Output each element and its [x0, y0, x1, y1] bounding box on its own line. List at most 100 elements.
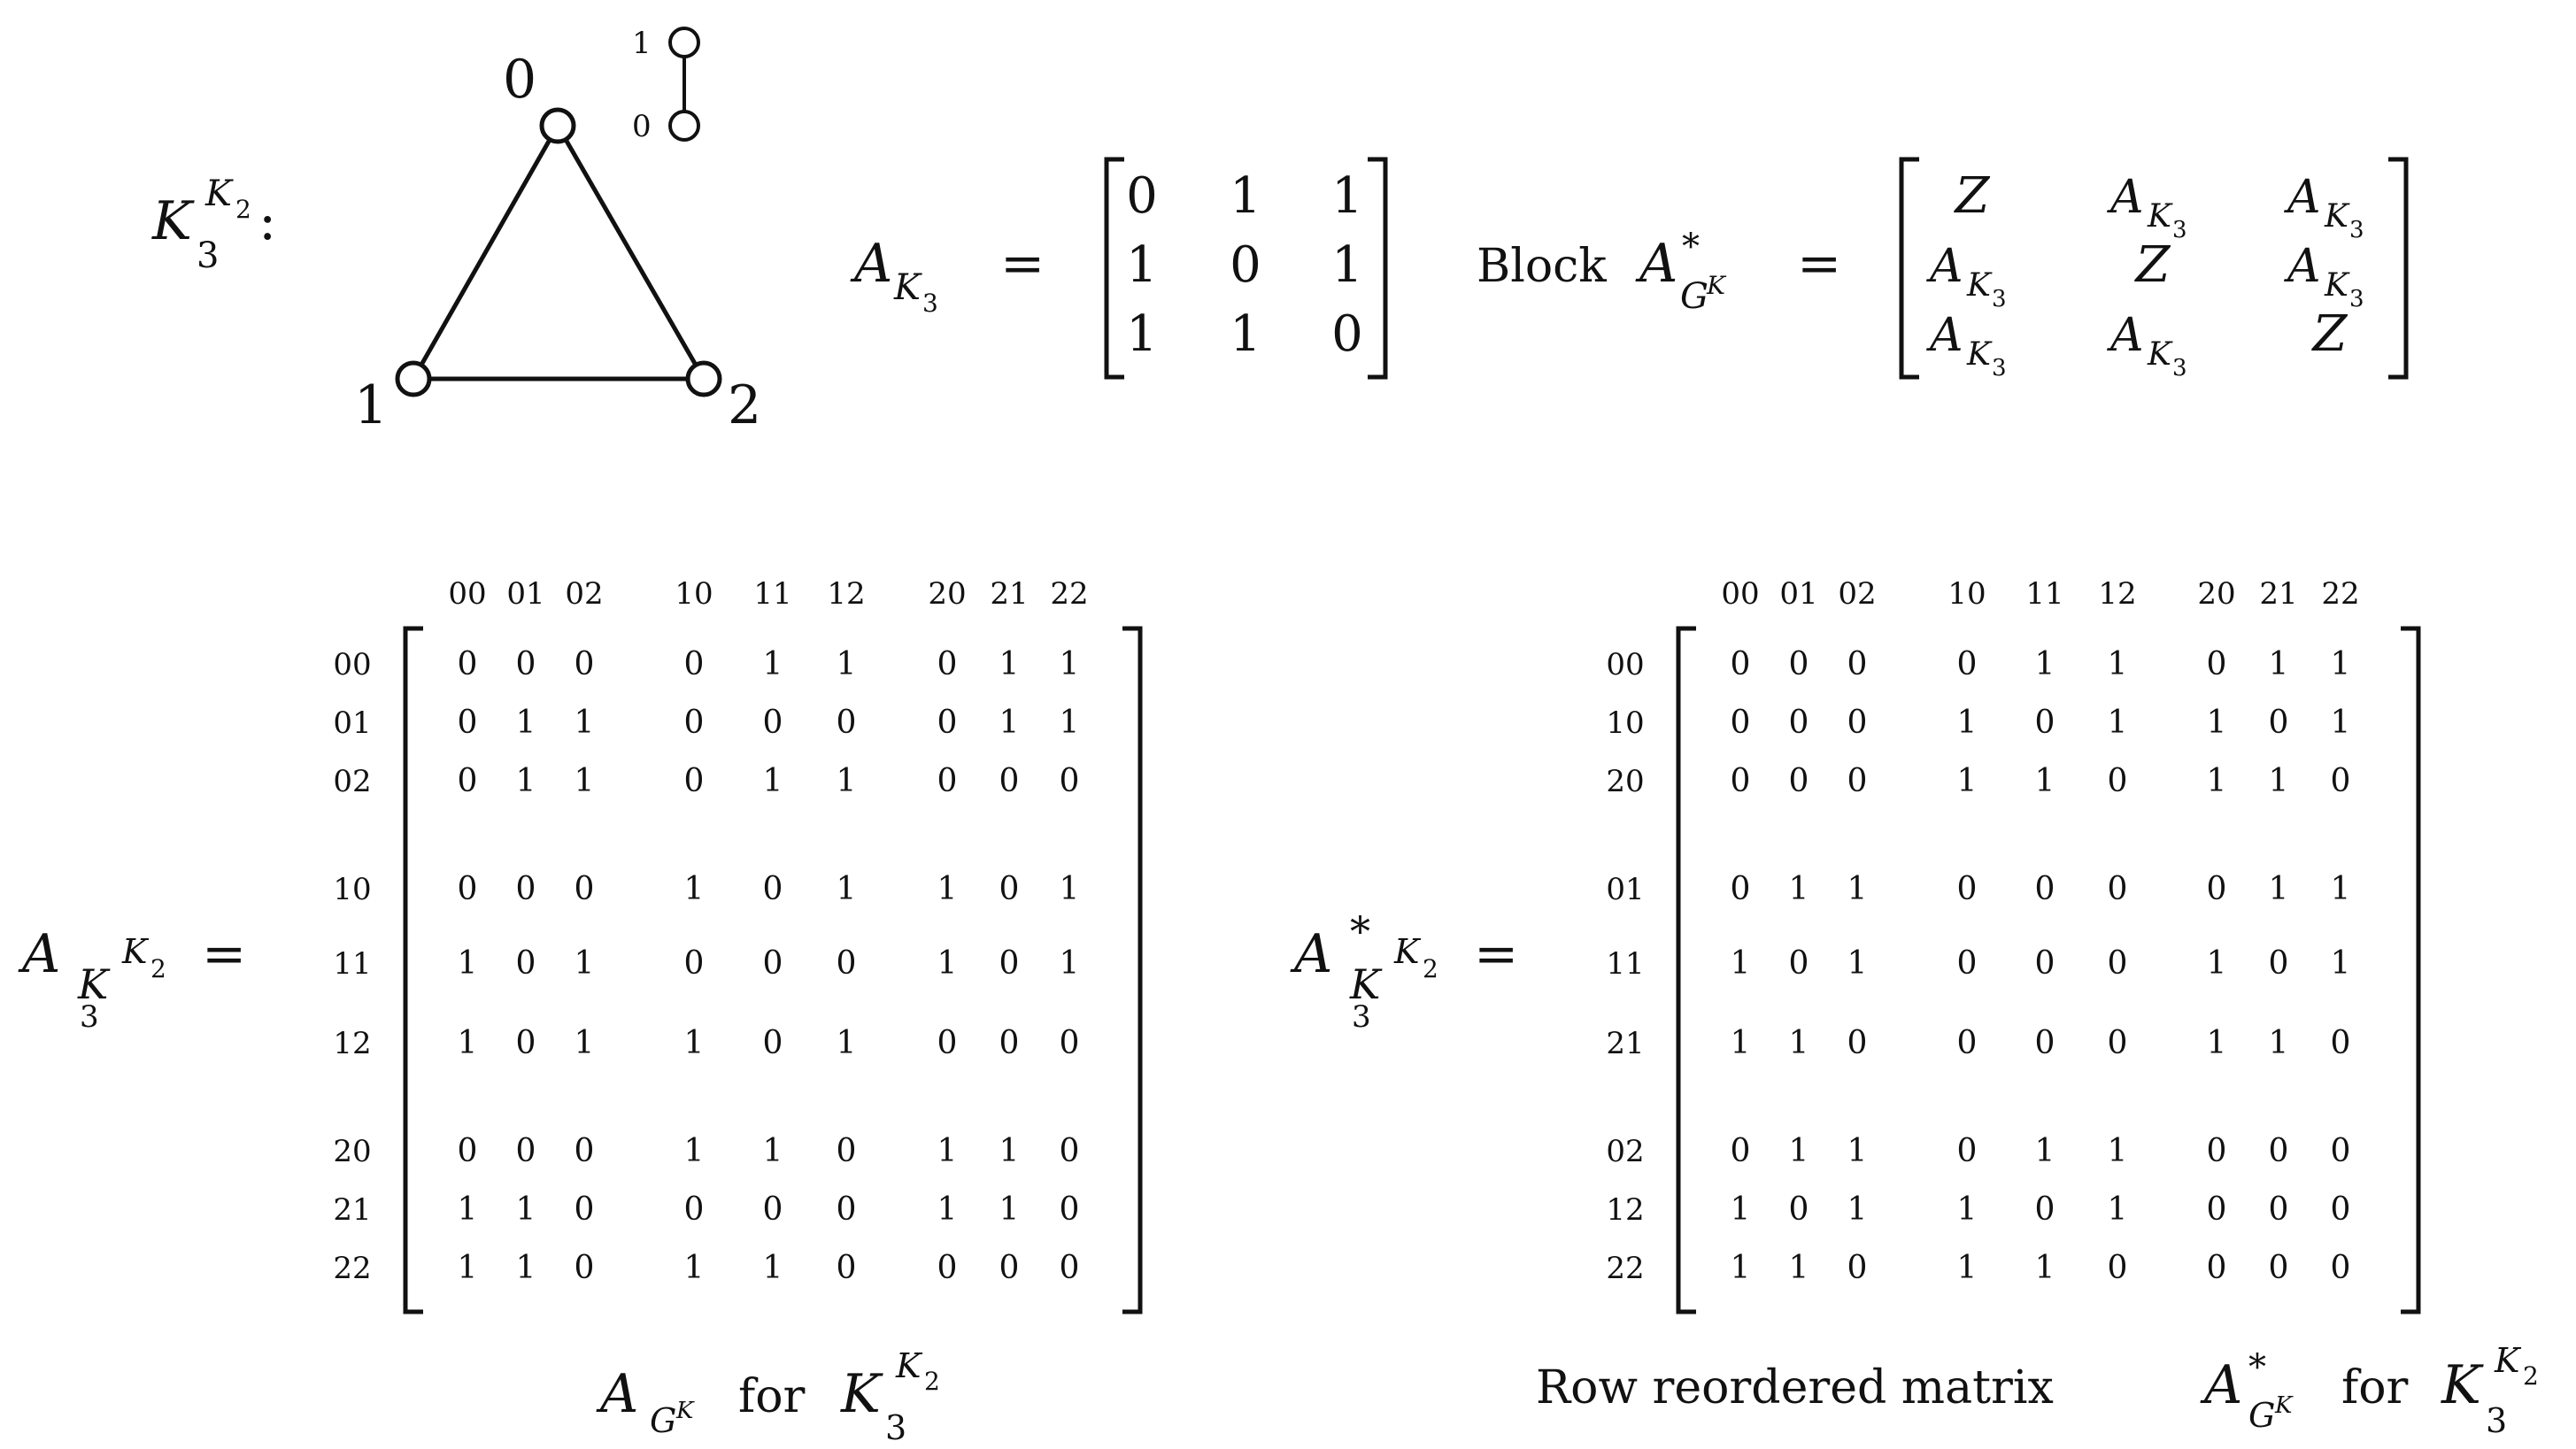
right-cell: 0 — [2269, 1250, 2289, 1286]
block-cell-a-sub-sub: 3 — [1992, 355, 2007, 382]
block-cell-z: Z — [2134, 236, 2171, 294]
left-cell: 0 — [575, 1133, 595, 1169]
left-cell: 0 — [937, 1250, 958, 1286]
right-col-header: 10 — [1947, 576, 1986, 612]
right-lhs-sub-sub: 3 — [1352, 999, 1371, 1035]
left-cell: 1 — [575, 1025, 595, 1061]
right-cell: 0 — [2331, 1250, 2351, 1286]
left-caption-k-sub: 3 — [885, 1408, 906, 1447]
k2-vertex-1-label: 1 — [632, 26, 652, 61]
right-cell: 0 — [2207, 646, 2227, 682]
right-cell: 0 — [2207, 1250, 2227, 1286]
right-cell: 0 — [2035, 945, 2055, 982]
right-cell: 0 — [1847, 763, 1868, 799]
left-cell: 1 — [1060, 705, 1080, 741]
block-cell-a-sub-sub: 3 — [2349, 286, 2364, 312]
a-k3-name: A — [850, 233, 892, 295]
right-cell: 1 — [2108, 1191, 2128, 1228]
a-k3-cell: 1 — [1230, 167, 1261, 225]
right-cell: 1 — [2035, 1250, 2055, 1286]
k2-graph — [668, 27, 700, 142]
right-cell: 1 — [1847, 945, 1868, 982]
left-row-header: 22 — [333, 1251, 371, 1286]
left-lhs-sub-sup: K — [121, 932, 150, 971]
left-cell: 0 — [837, 1133, 857, 1169]
left-lhs-sub-sup-sub: 2 — [150, 954, 166, 983]
k2-vertex-1 — [668, 27, 700, 58]
right-cell: 0 — [1789, 705, 1809, 741]
right-cell: 0 — [1789, 763, 1809, 799]
left-cell: 1 — [516, 705, 536, 741]
a-k3-cell: 0 — [1331, 305, 1363, 363]
graph-label: K 3 K 2 : — [151, 173, 276, 276]
left-cell: 1 — [516, 763, 536, 799]
block-sub-sup: K — [1706, 271, 1727, 300]
right-cell: 1 — [1731, 1025, 1751, 1061]
right-row-header: 00 — [1606, 647, 1644, 682]
block-right-bracket — [2388, 157, 2409, 380]
left-cell: 0 — [1060, 763, 1080, 799]
left-cell: 0 — [1060, 1025, 1080, 1061]
vertex-1-label: 1 — [354, 374, 388, 436]
left-col-header: 11 — [753, 576, 791, 612]
left-cell: 1 — [763, 646, 783, 682]
left-cell: 1 — [684, 1250, 705, 1286]
left-cell: 0 — [516, 646, 536, 682]
right-cell: 0 — [2108, 763, 2128, 799]
right-cell: 0 — [2269, 1191, 2289, 1228]
left-caption-sub: G — [650, 1401, 676, 1440]
left-row-header: 11 — [333, 946, 371, 982]
left-cell: 1 — [1060, 945, 1080, 982]
right-left-bracket — [1676, 626, 1696, 1314]
left-row-header: 20 — [333, 1134, 371, 1169]
right-cell: 0 — [2035, 705, 2055, 741]
graph-label-k: K — [151, 190, 195, 252]
left-cell: 0 — [575, 871, 595, 907]
block-cell-a: A — [1926, 309, 1963, 362]
right-cell: 1 — [1789, 1133, 1809, 1169]
right-col-header: 01 — [1779, 576, 1817, 612]
left-cell: 0 — [575, 646, 595, 682]
right-cell: 1 — [1789, 871, 1809, 907]
block-cell-a: A — [2107, 171, 2144, 224]
left-row-header: 02 — [333, 764, 371, 799]
right-cell: 1 — [2269, 871, 2289, 907]
left-cell: 0 — [763, 1025, 783, 1061]
edge-0-1 — [411, 124, 560, 381]
right-cell: 0 — [2108, 1250, 2128, 1286]
block-cell-a-sub: K — [1966, 267, 1993, 304]
right-cell: 0 — [2269, 1133, 2289, 1169]
right-caption-star: * — [2248, 1347, 2266, 1388]
left-cell: 1 — [999, 646, 1020, 682]
k2-vertex-0-label: 0 — [632, 109, 652, 144]
right-cell: 0 — [2108, 871, 2128, 907]
left-cell: 1 — [1060, 871, 1080, 907]
left-caption-sub-sup: K — [675, 1398, 695, 1424]
left-cell: 0 — [458, 705, 478, 741]
right-cell: 0 — [1731, 871, 1751, 907]
left-cell: 1 — [684, 1133, 705, 1169]
right-cell: 0 — [1957, 871, 1978, 907]
right-right-bracket — [2401, 626, 2421, 1314]
a-k3-cell: 1 — [1230, 305, 1261, 363]
left-cell: 0 — [1060, 1133, 1080, 1169]
right-cell: 0 — [1957, 945, 1978, 982]
right-cell: 1 — [2331, 945, 2351, 982]
left-cell: 1 — [458, 1250, 478, 1286]
block-prefix: Block — [1477, 240, 1607, 293]
right-cell: 0 — [2035, 1025, 2055, 1061]
block-cell-z: Z — [2311, 305, 2348, 363]
right-caption-k-sup: K — [2494, 1341, 2522, 1380]
left-cell: 0 — [837, 1250, 857, 1286]
right-cell: 0 — [1789, 1191, 1809, 1228]
right-cell: 0 — [2207, 1191, 2227, 1228]
right-cell: 1 — [1847, 1133, 1868, 1169]
a-k3-cell: 0 — [1126, 167, 1158, 225]
block-cell-a-sub: K — [2324, 198, 2350, 235]
right-caption-for: for — [2341, 1361, 2409, 1414]
left-cell: 0 — [684, 763, 705, 799]
k3-graph — [395, 107, 722, 397]
